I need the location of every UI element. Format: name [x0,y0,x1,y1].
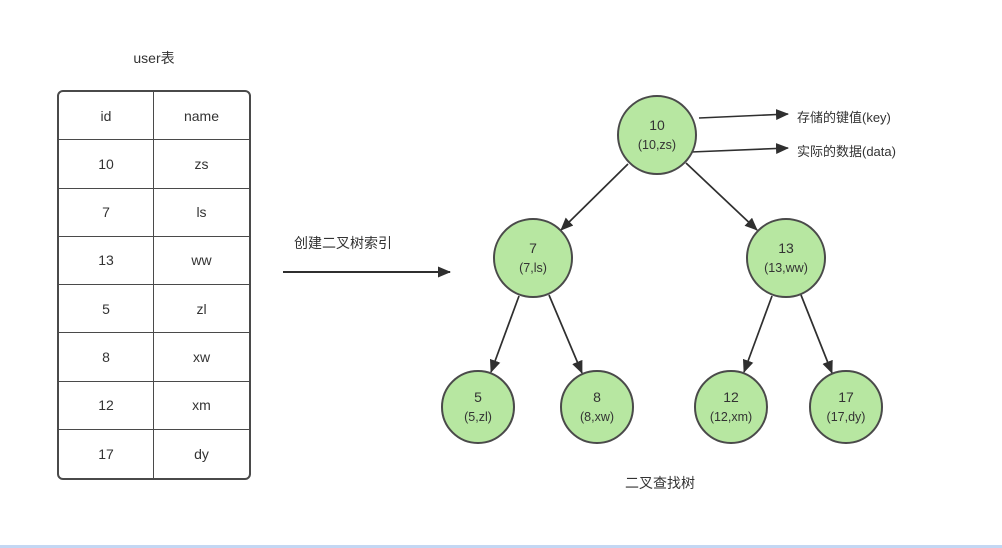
node-key: 12 [723,389,739,406]
node-data: (7,ls) [519,261,547,276]
table-cell-name: ww [153,236,249,285]
edge-root-right [685,162,758,231]
node-data: (5,zl) [464,410,492,425]
tree-caption: 二叉查找树 [625,475,695,491]
table-cell-id: 7 [59,189,153,237]
table-cell-name: dy [153,429,249,478]
table-cell-id: 10 [59,140,153,189]
node-data: (12,xm) [709,410,753,425]
tree-node-10: 10 (10,zs) [617,95,697,175]
tree-node-8: 8 (8,xw) [560,370,634,444]
node-key: 13 [778,240,794,257]
table-cell-name: xm [153,381,249,430]
node-key: 8 [593,389,601,406]
annotation-data-arrow [690,142,789,154]
node-key: 5 [474,389,482,406]
annotation-key-label: 存储的键值(key) [797,110,891,125]
tree-node-13: 13 (13,ww) [746,218,826,298]
annotation-data-label: 实际的数据(data) [797,144,896,159]
table-cell-id: 17 [98,445,114,462]
annotation-key-arrow [698,109,789,121]
table-cell-id: 5 [59,285,153,334]
edge-right-right [800,294,833,374]
node-data: (13,ww) [764,261,808,276]
node-data: (17,dy) [826,410,866,425]
tree-node-5: 5 (5,zl) [441,370,515,444]
transform-arrow-label: 创建二叉树索引 [294,235,392,251]
user-table: id name 10 zs 7 ls 13 ww 5 zl 8 xw 12 xm… [57,90,251,480]
table-cell-id: 8 [59,333,153,382]
node-key: 7 [529,240,537,257]
edge-left-left [489,295,520,373]
node-data: (8,xw) [579,410,615,425]
table-cell-name: ls [153,188,249,237]
node-data: (10,zs) [637,138,677,153]
table-cell-name: xw [153,333,249,382]
tree-node-12: 12 (12,xm) [694,370,768,444]
table-cell-id: 12 [59,382,153,430]
node-key: 10 [649,117,665,134]
table-header-id: id [59,92,153,141]
edge-right-left [742,295,773,373]
tree-node-17: 17 (17,dy) [809,370,883,444]
tree-node-7: 7 (7,ls) [493,218,573,298]
table-cell-name: zs [153,140,249,189]
edge-root-left [560,163,629,231]
table-title: user表 [133,50,175,66]
edge-left-right [548,294,583,374]
node-key: 17 [838,389,854,406]
table-cell-id: 13 [59,237,153,285]
bottom-border-line [0,545,1002,548]
table-header-name: name [153,92,249,141]
table-cell-name: zl [153,285,249,334]
